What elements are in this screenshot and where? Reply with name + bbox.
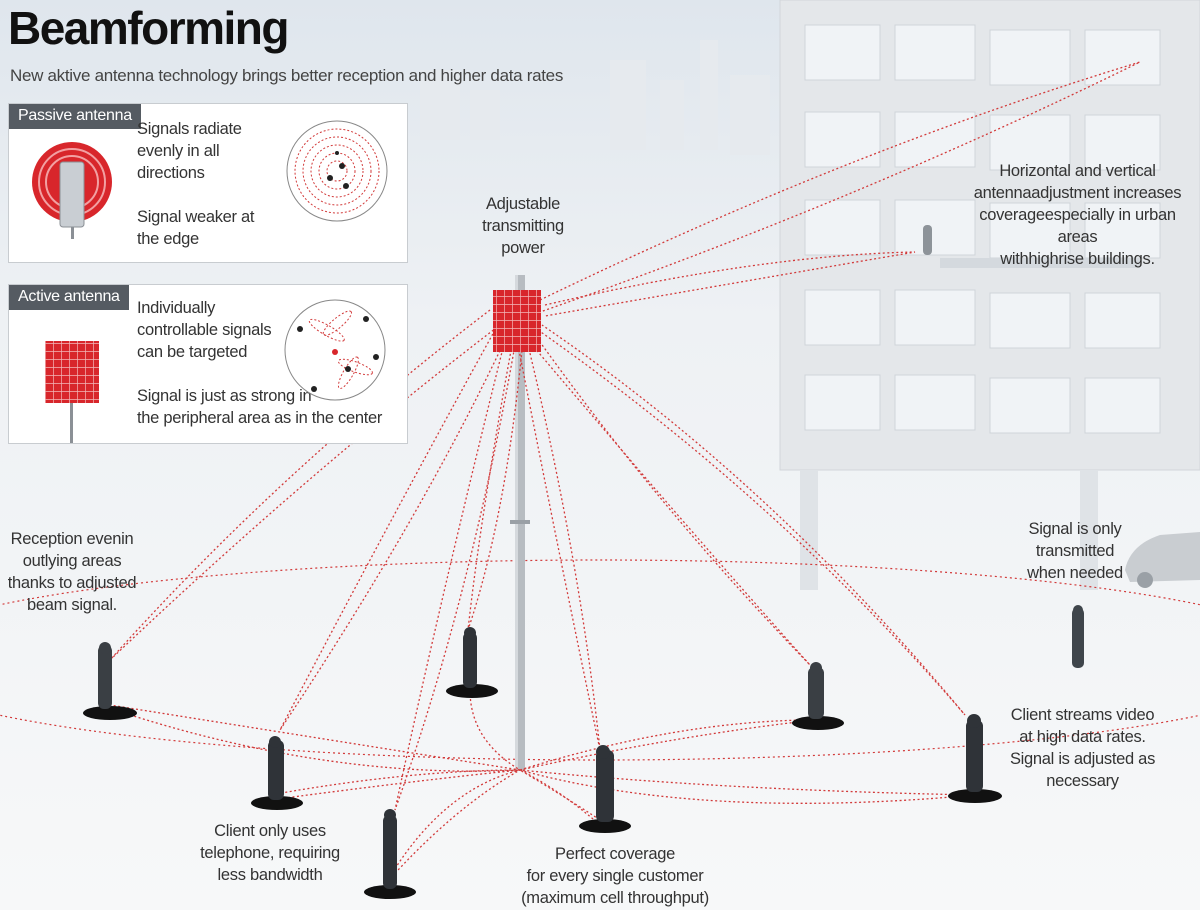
callout-adjustable-power: Adjustable transmitting power bbox=[463, 193, 583, 259]
passive-line: Signals radiate bbox=[137, 120, 242, 138]
callout-line: at high data rates. bbox=[1019, 728, 1146, 746]
person bbox=[1072, 605, 1084, 668]
callout-line: Adjustable bbox=[485, 195, 561, 213]
person bbox=[446, 627, 498, 698]
passive-line: evenly in all bbox=[137, 142, 220, 160]
callout-outlying-reception: Reception evenin outlying areas thanks t… bbox=[2, 528, 142, 616]
callout-line: Client only uses bbox=[214, 822, 326, 840]
people bbox=[83, 225, 1084, 899]
callout-line: beam signal. bbox=[27, 596, 117, 614]
callout-perfect-coverage: Perfect coverage for every single custom… bbox=[505, 843, 725, 909]
callout-only-when-needed: Signal is only transmitted when needed bbox=[1005, 518, 1145, 584]
callout-line: when needed bbox=[1027, 564, 1123, 582]
person bbox=[83, 642, 137, 720]
callout-urban-coverage: Horizontal and vertical antennaadjustmen… bbox=[960, 160, 1195, 270]
passive-antenna-tag: Passive antenna bbox=[9, 104, 141, 129]
callout-line: outlying areas bbox=[22, 552, 122, 570]
passive-line: directions bbox=[137, 164, 205, 182]
callout-line: Signal is adjusted as bbox=[1009, 750, 1156, 768]
callout-video-streaming: Client streams video at high data rates.… bbox=[1000, 704, 1165, 792]
callout-line: coverageespecially in urban areas bbox=[979, 206, 1176, 246]
callout-line: telephone, requiring bbox=[200, 844, 340, 862]
callout-line: withhighrise buildings. bbox=[1000, 250, 1155, 268]
passive-antenna-icon bbox=[32, 142, 112, 239]
active-line: Signal is just as strong in bbox=[137, 387, 312, 405]
passive-antenna-panel: Passive antenna Signals radiate evenly i… bbox=[8, 103, 408, 263]
page-subtitle: New aktive antenna technology brings bet… bbox=[10, 66, 564, 85]
person bbox=[948, 714, 1002, 803]
passive-line: the edge bbox=[137, 230, 199, 248]
car bbox=[1125, 532, 1200, 588]
callout-line: Horizontal and vertical bbox=[999, 162, 1156, 180]
callout-line: thanks to adjusted bbox=[7, 574, 137, 592]
callout-line: less bandwidth bbox=[217, 866, 323, 884]
passive-text-radiate: Signals radiate evenly in all directions bbox=[137, 118, 242, 184]
office-building bbox=[779, 0, 1200, 590]
passive-coverage-diagram bbox=[286, 120, 388, 222]
active-line: the peripheral area as in the center bbox=[137, 409, 383, 427]
active-antenna-tag: Active antenna bbox=[9, 285, 129, 310]
callout-line: necessary bbox=[1046, 772, 1119, 790]
person bbox=[579, 745, 631, 833]
callout-line: Client streams video bbox=[1010, 706, 1155, 724]
passive-line: Signal weaker at bbox=[137, 208, 255, 226]
passive-text-edge: Signal weaker at the edge bbox=[137, 206, 254, 250]
callout-telephone-client: Client only uses telephone, requiring le… bbox=[180, 820, 360, 886]
person bbox=[364, 809, 416, 899]
active-antenna-icon bbox=[45, 341, 99, 443]
skyline bbox=[420, 40, 770, 155]
person bbox=[792, 662, 844, 730]
callout-line: Reception evenin bbox=[10, 530, 134, 548]
callout-line: Signal is only bbox=[1028, 520, 1122, 538]
callout-line: transmitted bbox=[1035, 542, 1115, 560]
active-text-strength: Signal is just as strong in the peripher… bbox=[137, 385, 382, 429]
active-line: controllable signals bbox=[137, 321, 272, 339]
active-coverage-diagram bbox=[284, 299, 386, 401]
person bbox=[251, 736, 303, 810]
active-line: can be targeted bbox=[137, 343, 248, 361]
active-line: Individually bbox=[137, 299, 216, 317]
active-antenna-array bbox=[493, 290, 541, 352]
callout-line: (maximum cell throughput) bbox=[521, 889, 709, 907]
antenna-mast bbox=[510, 275, 530, 770]
callout-line: for every single customer bbox=[526, 867, 704, 885]
callout-line: transmitting bbox=[482, 217, 564, 235]
callout-line: power bbox=[501, 239, 545, 257]
page-title: Beamforming bbox=[8, 2, 289, 54]
callout-line: Perfect coverage bbox=[555, 845, 675, 863]
callout-line: antennaadjustment increases bbox=[973, 184, 1182, 202]
person bbox=[923, 225, 932, 255]
active-text-targeted: Individually controllable signals can be… bbox=[137, 297, 272, 363]
active-antenna-panel: Active antenna Individually controllable… bbox=[8, 284, 408, 444]
